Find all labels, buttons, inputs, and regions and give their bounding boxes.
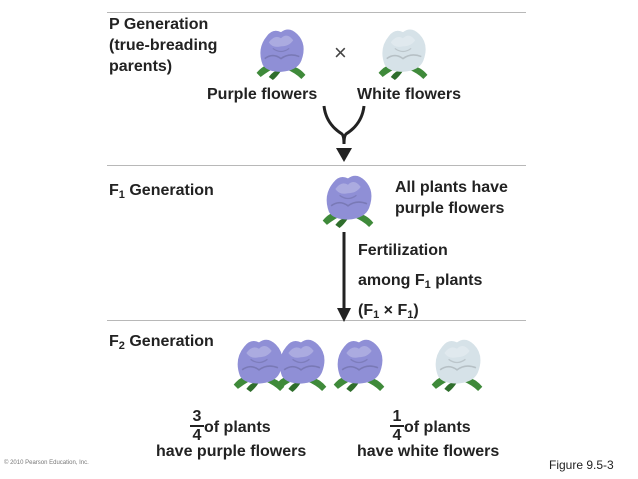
f1-title-suffix: Generation xyxy=(124,182,214,199)
fertilization-line2-prefix: among F xyxy=(358,272,425,289)
f1-title-sub: 1 xyxy=(118,189,125,201)
purple-flower-icon xyxy=(250,24,312,80)
f1-note-line2: purple flowers xyxy=(395,200,505,217)
fertilization-line3-close: ) xyxy=(413,302,419,319)
fertilization-arrow-icon xyxy=(337,232,351,322)
f1-title-prefix: F xyxy=(109,182,119,199)
divider-top xyxy=(107,12,526,13)
white-flower-icon xyxy=(372,24,434,80)
copyright-notice: © 2010 Pearson Education, Inc. xyxy=(4,460,89,466)
fertilization-line2-suffix: plants xyxy=(430,272,483,289)
f2-purple-flower-icon-3 xyxy=(326,334,392,392)
f2-white-flower-icon xyxy=(424,334,490,392)
fertilization-line2: among F1 plants xyxy=(358,266,482,296)
f1-purple-flower-icon xyxy=(316,170,380,228)
fertilization-line1: Fertilization xyxy=(358,242,448,259)
p-generation-title-line1: P Generation xyxy=(109,16,209,33)
fertilization-line3-mid: × F xyxy=(379,302,408,319)
figure-label: Figure 9.5-3 xyxy=(549,458,614,472)
fertilization-line3-open: (F xyxy=(358,302,374,319)
white-ratio-text-line2: have white flowers xyxy=(357,443,500,460)
f1-note: All plants have purple flowers xyxy=(395,177,508,219)
cross-arrow-icon xyxy=(322,105,366,162)
white-fraction: 1 4 xyxy=(390,408,404,445)
white-fraction-numerator: 1 xyxy=(390,408,404,427)
fertilization-line3-sub-b: 1 xyxy=(407,309,414,321)
p-generation-title: P Generation (true-breading parents) xyxy=(109,14,217,77)
white-fraction-denominator: 4 xyxy=(392,427,402,444)
fertilization-line3: (F1 × F1) xyxy=(358,296,482,326)
fertilization-line2-sub: 1 xyxy=(424,279,431,291)
cross-symbol: × xyxy=(334,40,347,65)
white-flowers-label: White flowers xyxy=(357,86,462,103)
purple-ratio-text-line1: of plants xyxy=(204,419,271,436)
purple-fraction-numerator: 3 xyxy=(190,408,204,427)
f2-purple-flower-icon-2 xyxy=(268,334,334,392)
fertilization-line3-sub-a: 1 xyxy=(373,309,380,321)
purple-fraction-denominator: 4 xyxy=(192,427,202,444)
p-generation-title-line3: parents) xyxy=(109,58,173,75)
white-ratio-text-line1: of plants xyxy=(404,419,471,436)
f2-title-prefix: F xyxy=(109,333,119,350)
p-generation-title-line2: (true-breading xyxy=(109,37,218,54)
f1-generation-title: F1 Generation xyxy=(109,180,214,201)
fertilization-text: Fertilization among F1 plants (F1 × F1) xyxy=(358,236,482,326)
divider-f1-f2 xyxy=(107,320,526,321)
f2-title-suffix: Generation xyxy=(124,333,214,350)
f2-title-sub: 2 xyxy=(118,340,125,352)
divider-p-f1 xyxy=(107,165,526,166)
purple-ratio-text-line2: have purple flowers xyxy=(156,443,307,460)
purple-flowers-label: Purple flowers xyxy=(207,86,318,103)
purple-fraction: 3 4 xyxy=(190,408,204,445)
f1-note-line1: All plants have xyxy=(395,179,508,196)
f2-generation-title: F2 Generation xyxy=(109,331,214,352)
